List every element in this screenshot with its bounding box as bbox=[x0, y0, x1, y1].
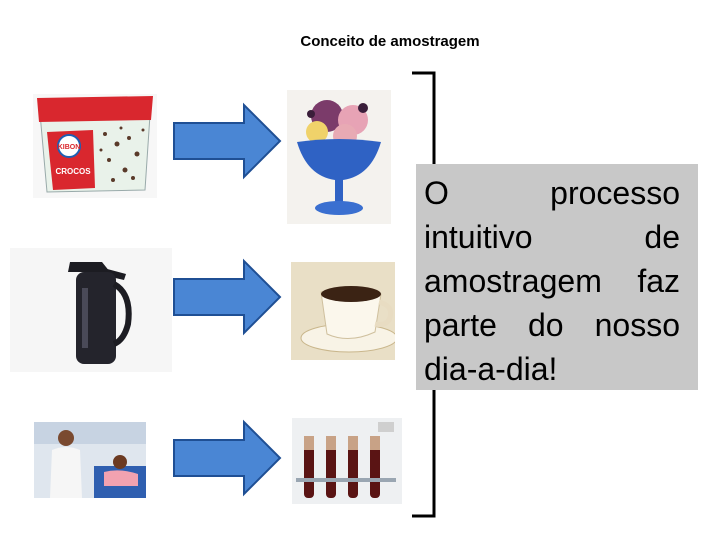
ice-cream-tub-image: KIBON CROCOS bbox=[33, 94, 157, 198]
kibon-logo-text: KIBON bbox=[58, 144, 81, 151]
coffee-cup-image bbox=[291, 262, 395, 360]
note-text: O processo intuitivo de amostragem faz p… bbox=[424, 175, 680, 387]
arrow-right-icon bbox=[173, 102, 282, 180]
note-box bbox=[416, 164, 698, 390]
blood-donation-image bbox=[34, 422, 146, 498]
ice-cream-sundae-image bbox=[287, 90, 391, 224]
coffee-thermos-image bbox=[10, 248, 172, 372]
blood-sample-tubes-image bbox=[292, 418, 402, 504]
arrow-right-icon bbox=[173, 419, 282, 497]
slide-title: Conceito de amostragem bbox=[300, 33, 480, 50]
crocos-text: CROCOS bbox=[55, 167, 91, 176]
arrow-right-icon bbox=[173, 258, 282, 336]
